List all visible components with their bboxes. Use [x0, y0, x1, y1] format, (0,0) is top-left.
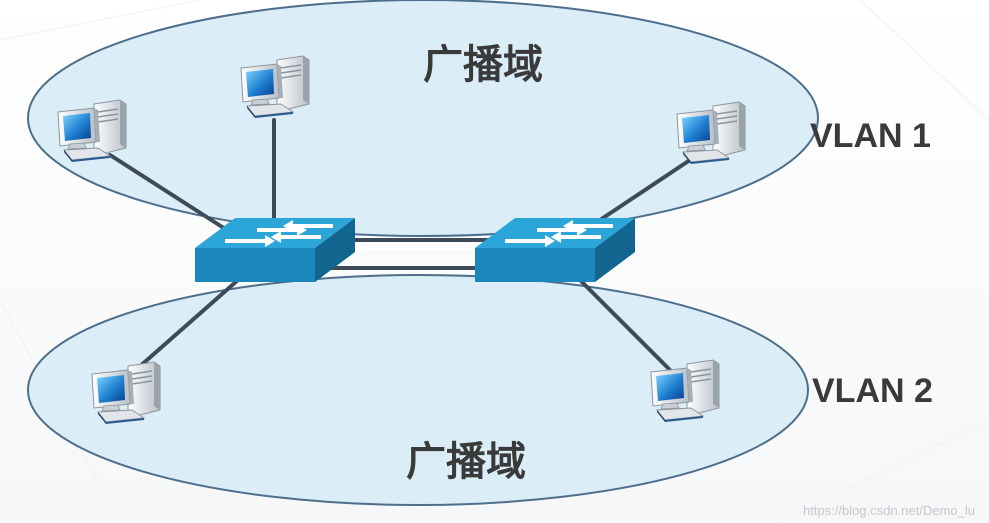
bottom-broadcast-domain-label: 广播域	[406, 439, 526, 485]
watermark: https://blog.csdn.net/Demo_lu	[803, 503, 975, 518]
vlan2-label: VLAN 2	[812, 372, 933, 410]
link-pc-top-right-switch2	[598, 158, 692, 222]
link-pc-bottom-right-switch2	[576, 276, 672, 372]
top-broadcast-domain-label: 广播域	[423, 42, 543, 88]
vlan1-broadcast-domain	[27, 0, 819, 237]
link-pc-bottom-left-switch1	[128, 278, 240, 377]
vlan2-broadcast-domain	[27, 274, 809, 506]
link-highlights	[330, 248, 490, 261]
vlan1-label: VLAN 1	[810, 117, 931, 155]
link-pc-top-left-switch1	[108, 153, 232, 234]
links	[108, 118, 692, 377]
